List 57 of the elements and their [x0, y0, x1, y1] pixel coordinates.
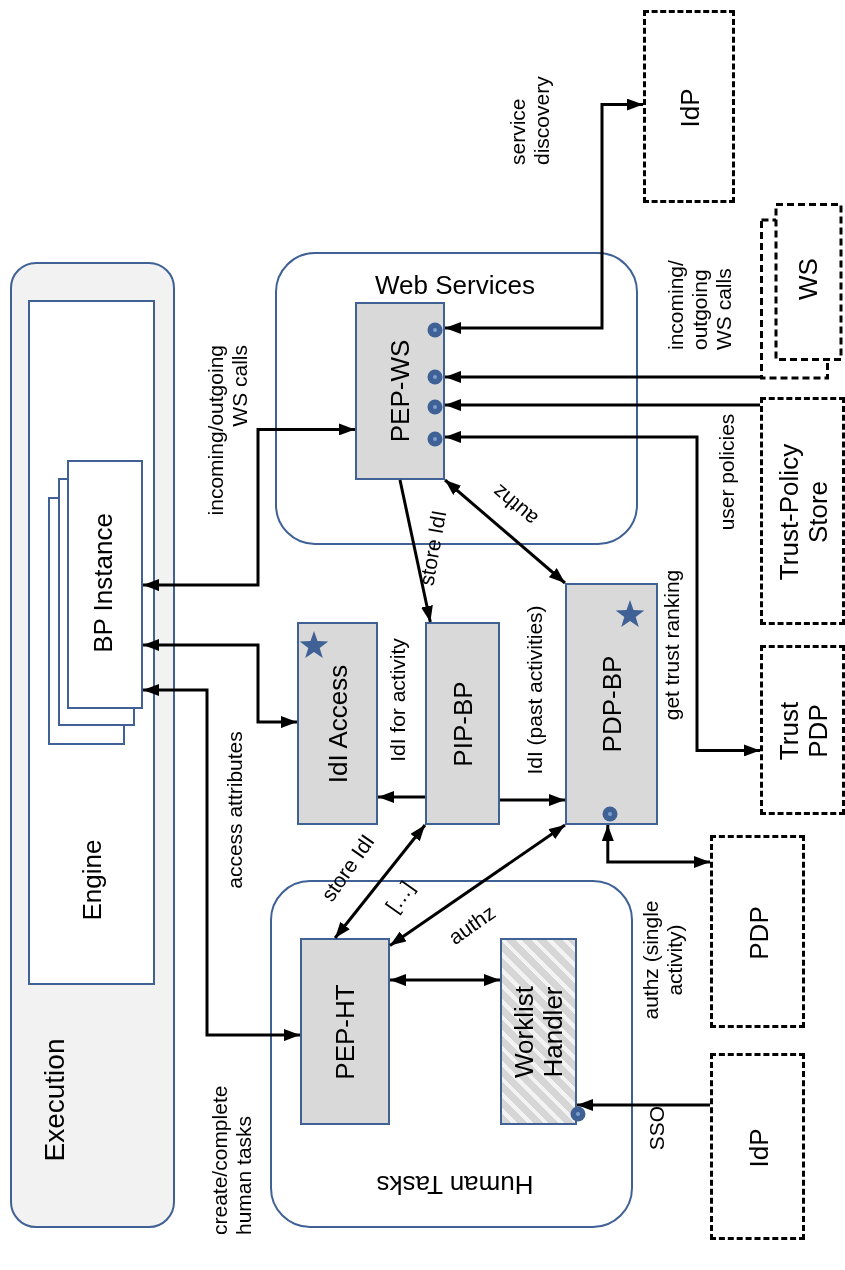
edge-label: SSO: [644, 1105, 669, 1151]
execution-panel: [10, 262, 175, 1228]
node-label: PEP-HT: [330, 983, 360, 1080]
connector-arrow: [445, 399, 760, 412]
group-title: Web Services: [375, 270, 535, 300]
component-box: [297, 622, 378, 825]
edge-label: service discovery: [505, 75, 554, 165]
component-box: [565, 583, 658, 825]
node-label: IdI Access: [323, 664, 352, 783]
node-label: Trust PDP: [774, 700, 833, 763]
node-label: IdP: [675, 88, 705, 127]
node-label: PEP-WS: [385, 339, 415, 443]
connector-arrow: [445, 98, 643, 334]
edge-label: incoming/outgoing WS calls: [203, 345, 252, 518]
node-label: Worklist Handler: [509, 984, 568, 1080]
connector-arrow: [378, 791, 425, 803]
node-label: Trust-Policy Store: [774, 442, 833, 583]
node-label: PDP: [744, 905, 773, 960]
connector-arrow: [390, 974, 500, 987]
connector-arrow: [333, 824, 427, 939]
connector-arrow: [143, 684, 300, 1042]
component-box: [355, 302, 445, 480]
external-service-box: [643, 10, 735, 203]
node-label: IdP: [744, 1128, 773, 1167]
external-service-box: [760, 645, 845, 815]
connector-arrow: [500, 794, 565, 807]
group-title: Execution: [39, 1038, 71, 1162]
edge-label: user policies: [714, 413, 739, 531]
node-label: Engine: [77, 839, 107, 921]
connector-arrow: [398, 479, 433, 623]
connector-arrow: [389, 823, 566, 947]
component-box: [300, 938, 390, 1125]
external-service-box: [710, 1053, 805, 1240]
group-title: Human Tasks: [376, 1170, 534, 1200]
connector-arrow: [143, 639, 297, 729]
edge-label: IdI (past activities): [522, 605, 547, 775]
external-service-box: [760, 397, 845, 625]
edge-label: create/complete human tasks: [207, 1084, 256, 1235]
engine-box: [28, 300, 155, 985]
connector-arrow: [445, 430, 760, 757]
edge-label: get trust ranking: [659, 569, 684, 721]
connector-arrow: [601, 825, 710, 868]
edge-label: incoming/ outgoing WS calls: [663, 259, 737, 350]
node-label: WS: [793, 258, 823, 300]
node-label: PIP-BP: [448, 680, 477, 767]
node-label: BP Instance: [88, 513, 118, 653]
external-service-box: [710, 835, 805, 1028]
connector-arrow: [445, 370, 760, 383]
node-label: PDP-BP: [597, 655, 626, 753]
connector-arrow: [444, 478, 566, 585]
connector-arrow: [577, 1099, 710, 1111]
connector-arrow: [143, 423, 355, 592]
edge-label: store IdI: [414, 508, 452, 588]
edge-label: IdI for activity: [385, 638, 410, 762]
edge-label: access attributes: [222, 731, 247, 889]
component-box: [425, 622, 500, 825]
edge-label: authz (single activity): [638, 899, 687, 1022]
